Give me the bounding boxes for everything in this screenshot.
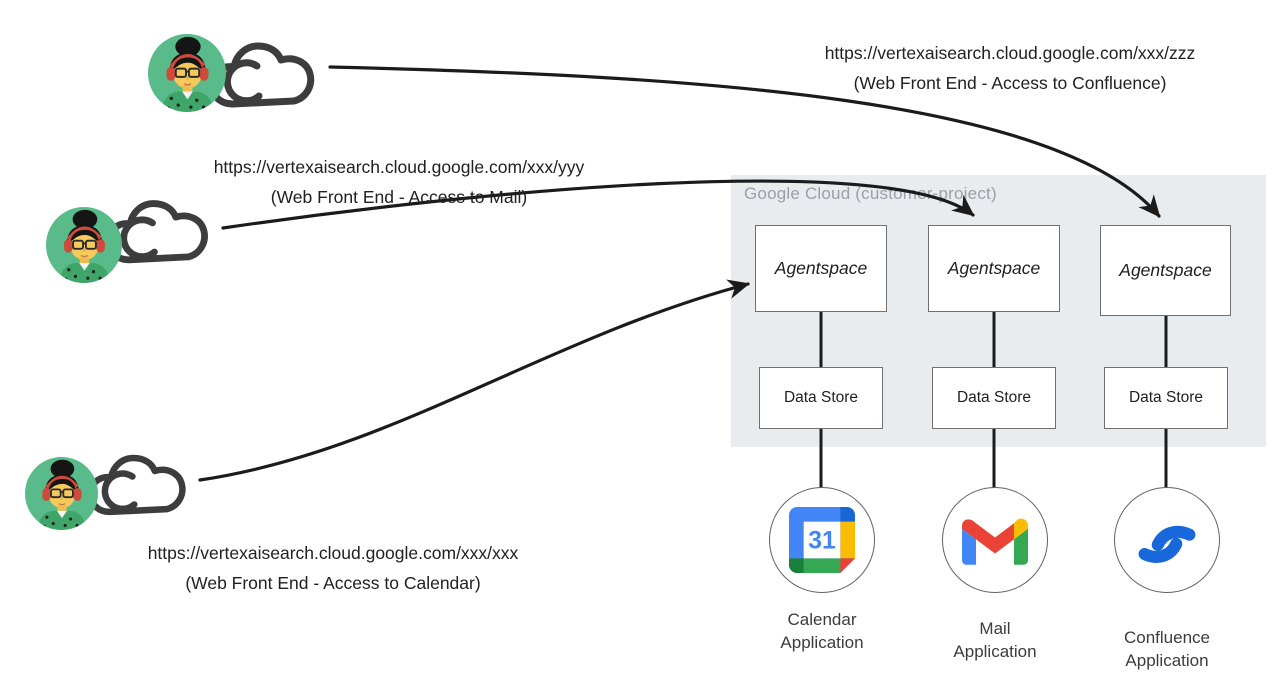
mail-access-url: https://vertexaisearch.cloud.google.com/… <box>213 157 585 177</box>
app-label-line2: Application <box>1125 651 1209 670</box>
app-label-line2: Application <box>780 633 864 652</box>
confluence-access-annotation: https://vertexaisearch.cloud.google.com/… <box>750 38 1270 98</box>
agentspace-label: Agentspace <box>1119 260 1212 280</box>
datastore-label: Data Store <box>956 389 1032 406</box>
mail-app-label: Mail Application <box>910 617 1080 663</box>
confluence-access-caption: (Web Front End - Access to Confluence) <box>853 73 1167 93</box>
cloud-icon <box>212 46 311 104</box>
calendar-access-caption: (Web Front End - Access to Calendar) <box>185 573 481 593</box>
agentspace-label: Agentspace <box>774 258 868 278</box>
arrow-to-calendar-agentspace <box>198 279 750 482</box>
confluence-access-url: https://vertexaisearch.cloud.google.com/… <box>824 43 1196 63</box>
region-title: Google Cloud (customer-project) <box>744 184 997 203</box>
user-avatar-icon <box>46 207 122 283</box>
app-label-line2: Application <box>953 642 1037 661</box>
datastore-label: Data Store <box>1128 389 1204 406</box>
calendar-access-url: https://vertexaisearch.cloud.google.com/… <box>147 543 519 563</box>
agentspace-box-confluence: Agentspace <box>1100 225 1231 316</box>
google-calendar-icon: 31 <box>789 507 855 573</box>
user-avatar-icon <box>148 34 226 112</box>
confluence-app-label: Confluence Application <box>1082 626 1252 672</box>
agentspace-box-calendar: Agentspace <box>755 225 887 312</box>
datastore-box-mail: Data Store <box>932 367 1056 429</box>
datastore-box-calendar: Data Store <box>759 367 883 429</box>
datastore-box-confluence: Data Store <box>1104 367 1228 429</box>
mail-app-circle <box>942 487 1048 593</box>
user-avatar-icon <box>25 457 98 530</box>
mail-access-annotation: https://vertexaisearch.cloud.google.com/… <box>139 152 659 212</box>
app-label-line1: Calendar <box>787 610 857 629</box>
mail-access-caption: (Web Front End - Access to Mail) <box>270 187 528 207</box>
app-label-line1: Confluence <box>1123 628 1210 647</box>
agentspace-box-mail: Agentspace <box>928 225 1060 312</box>
gmail-icon <box>962 518 1028 565</box>
agentspace-label: Agentspace <box>947 258 1041 278</box>
datastore-label: Data Store <box>783 389 859 406</box>
confluence-app-circle <box>1114 487 1220 593</box>
cloud-icon <box>90 458 182 512</box>
confluence-icon <box>1138 525 1196 563</box>
calendar-31-glyph: 31 <box>808 528 836 555</box>
calendar-app-circle: 31 <box>769 487 875 593</box>
calendar-access-annotation: https://vertexaisearch.cloud.google.com/… <box>73 538 593 598</box>
app-label-line1: Mail <box>979 619 1011 638</box>
calendar-app-label: Calendar Application <box>737 608 907 654</box>
